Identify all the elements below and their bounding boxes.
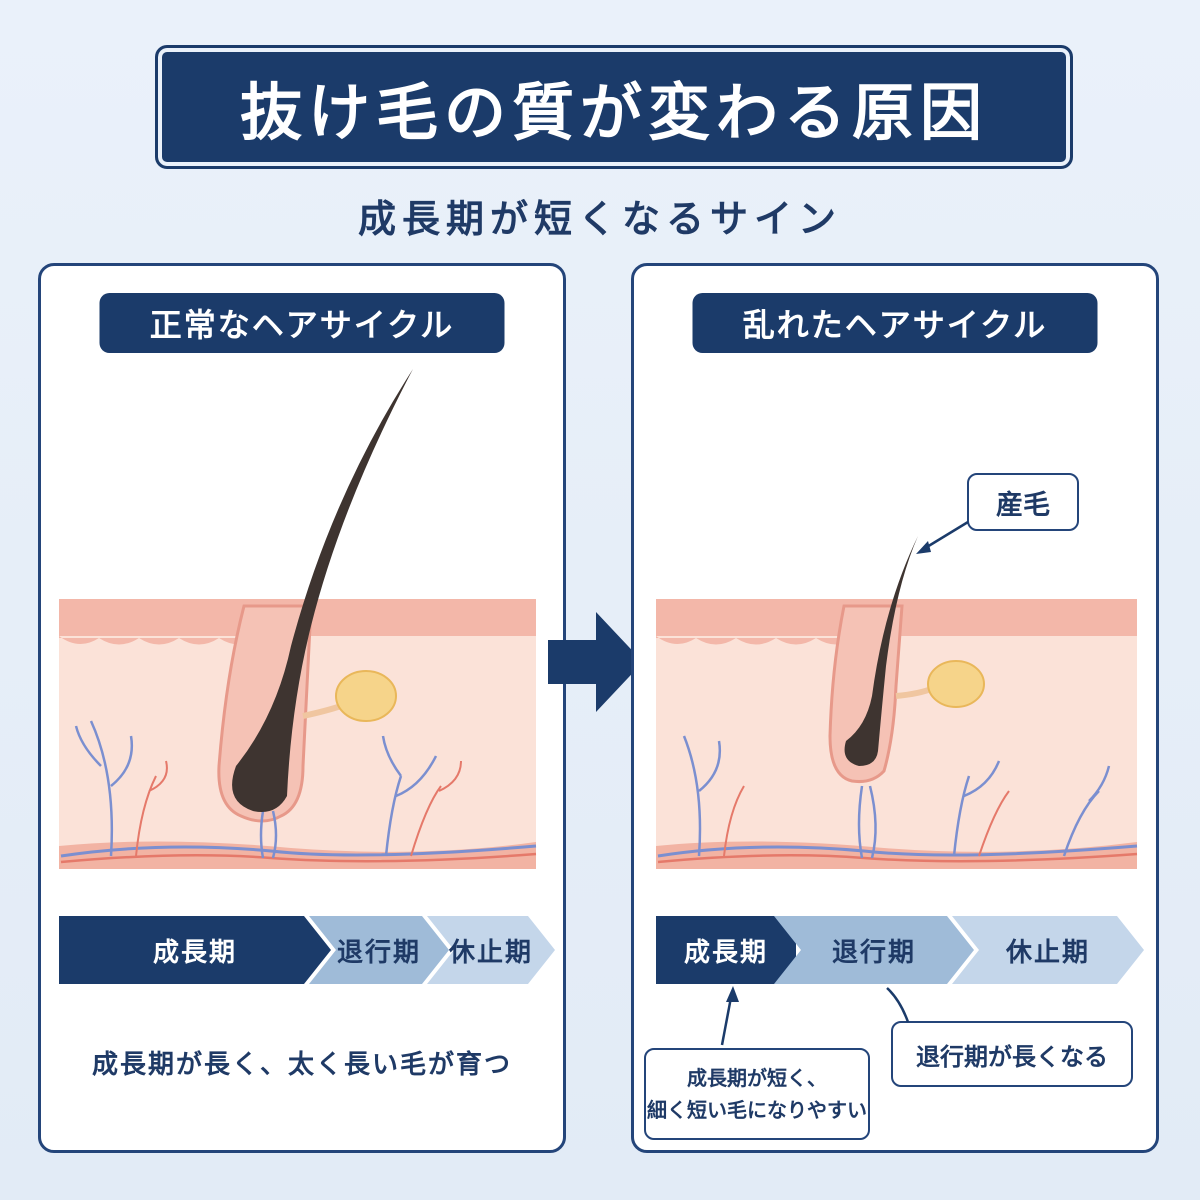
normal-cycle-caption: 成長期が長く、太く長い毛が育つ: [91, 1050, 512, 1080]
normal-phase-telogen: 休止期: [427, 916, 555, 984]
page-subtitle: 成長期が短くなるサイン: [357, 197, 842, 241]
disrupted-phase-telogen: 休止期: [952, 916, 1144, 984]
disrupted-skin-illustration: [656, 536, 1138, 869]
disrupted-phase-growth: 成長期: [656, 916, 796, 984]
page-title: 抜け毛の質が変わる原因: [239, 76, 988, 149]
disrupted-phase-catagen: 退行期: [774, 916, 974, 984]
normal-cycle-panel: 正常なヘアサイクル 成長期 退行期: [38, 263, 566, 1153]
normal-phase-catagen: 退行期: [309, 916, 449, 984]
normal-phase-growth: 成長期: [59, 916, 331, 984]
vellus-hair-callout: 産毛: [967, 473, 1079, 531]
right-arrow-icon: [548, 612, 643, 712]
short-growth-callout: 成長期が短く、 細く短い毛になりやすい: [644, 1048, 870, 1140]
normal-cycle-label: 正常なヘアサイクル: [99, 293, 505, 353]
normal-skin-illustration: [59, 369, 537, 869]
disrupted-cycle-panel: 乱れたヘアサイクル 産毛 成長期 退行期 休止期: [631, 263, 1159, 1153]
title-banner: 抜け毛の質が変わる原因: [155, 45, 1073, 169]
disrupted-cycle-label: 乱れたヘアサイクル: [692, 293, 1098, 353]
long-catagen-callout: 退行期が長くなる: [891, 1021, 1133, 1087]
